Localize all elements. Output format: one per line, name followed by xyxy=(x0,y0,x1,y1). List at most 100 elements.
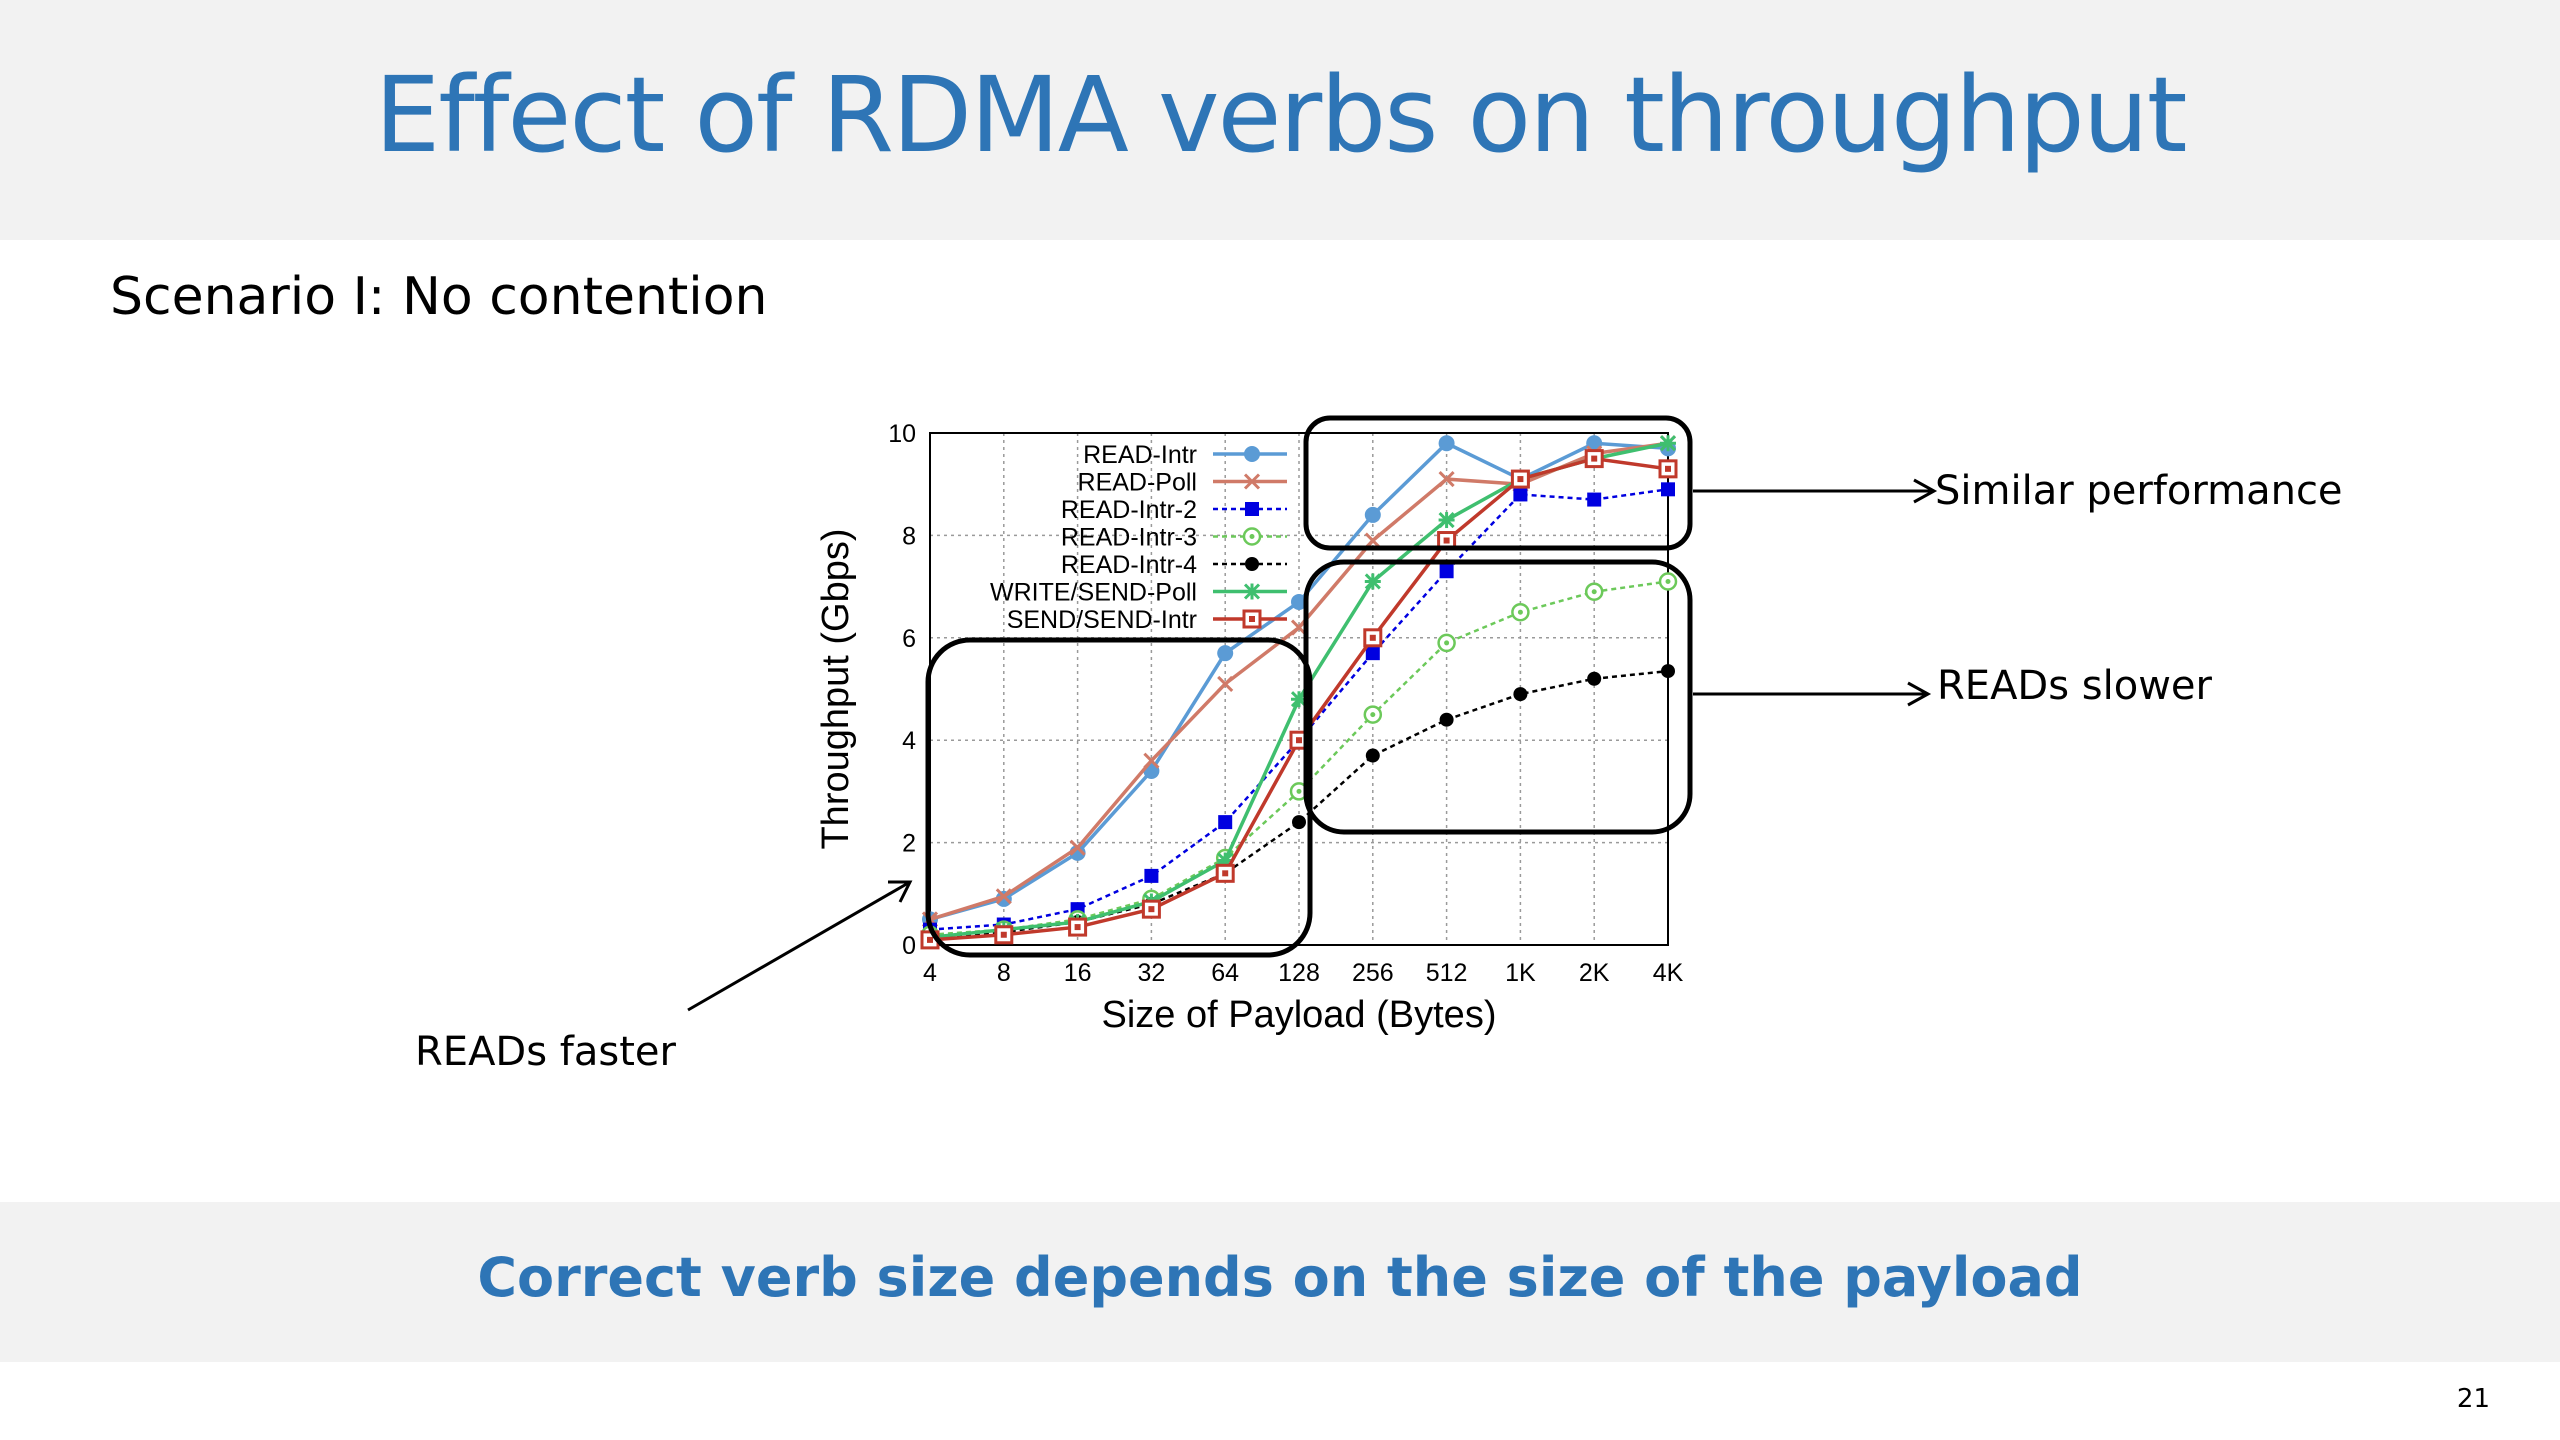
data-point xyxy=(1510,469,1530,489)
x-axis-title: Size of Payload (Bytes) xyxy=(1102,994,1497,1036)
series-read-poll xyxy=(921,435,1677,928)
annotation-similar-performance: Similar performance xyxy=(1935,468,2343,514)
data-point xyxy=(1438,471,1455,488)
data-point xyxy=(1291,593,1307,610)
series-layer xyxy=(920,435,1678,950)
data-point xyxy=(1584,449,1604,469)
legend-label: SEND/SEND-Intr xyxy=(1007,606,1197,634)
data-point xyxy=(1245,557,1259,571)
x-tick-label: 16 xyxy=(1064,959,1092,987)
data-point xyxy=(1242,609,1262,629)
data-point xyxy=(1242,527,1262,546)
x-tick-label: 8 xyxy=(997,959,1011,987)
y-tick-label: 10 xyxy=(888,420,916,448)
data-point xyxy=(1658,572,1678,591)
legend-label: WRITE/SEND-Poll xyxy=(990,579,1197,607)
data-point xyxy=(1245,502,1259,516)
series-line xyxy=(929,669,1669,939)
data-point xyxy=(1365,748,1380,763)
data-point xyxy=(1438,435,1455,452)
x-tick-label: 256 xyxy=(1352,959,1394,987)
data-point xyxy=(1363,628,1383,648)
grid-layer xyxy=(930,433,1668,945)
legend-entry: WRITE/SEND-Poll xyxy=(990,579,1287,607)
data-point xyxy=(1215,863,1235,883)
y-tick-label: 4 xyxy=(902,727,916,755)
x-tick-label: 32 xyxy=(1137,959,1165,987)
legend-entry: READ-Intr-2 xyxy=(1061,496,1287,524)
footer-band xyxy=(0,1202,2560,1362)
y-tick-label: 0 xyxy=(902,932,916,960)
slide-title: Effect of RDMA verbs on throughput xyxy=(374,54,2187,176)
highlight-box-small-payload xyxy=(925,637,1313,958)
y-tick-label: 6 xyxy=(902,625,916,653)
series-send-send-intr xyxy=(920,449,1678,950)
slide-subtitle: Scenario I: No contention xyxy=(110,267,768,327)
series-line xyxy=(929,488,1669,931)
data-point xyxy=(1243,473,1261,490)
annotation-reads-slower: READs slower xyxy=(1937,663,2212,709)
y-tick-label: 2 xyxy=(902,830,916,858)
data-point xyxy=(1439,712,1454,727)
data-point xyxy=(1587,492,1602,507)
legend-label: READ-Intr-3 xyxy=(1061,524,1197,552)
data-point xyxy=(1068,917,1088,937)
title-band xyxy=(0,0,2560,240)
data-point xyxy=(1513,487,1528,502)
data-point xyxy=(995,888,1012,905)
legend-entry: READ-Intr xyxy=(1083,441,1287,469)
ticks-layer: 4 8 16 32 64 128 256 512 1K 2K 4K 0 2 4 6 8 10 xyxy=(888,420,1683,987)
legend-entry: SEND/SEND-Intr xyxy=(1007,606,1287,634)
data-point xyxy=(1143,752,1160,769)
data-point xyxy=(1659,435,1677,452)
data-point xyxy=(1586,435,1603,452)
data-point xyxy=(1437,633,1456,653)
data-point xyxy=(1364,506,1381,523)
y-tick-label: 8 xyxy=(902,522,916,550)
data-point xyxy=(1439,564,1454,579)
arrow-reads-faster xyxy=(687,880,913,1012)
data-point xyxy=(1365,646,1380,661)
x-tick-label: 64 xyxy=(1211,959,1239,987)
data-point xyxy=(1243,583,1261,600)
data-point xyxy=(1217,645,1234,662)
data-point xyxy=(1244,446,1260,462)
x-tick-label: 2K xyxy=(1579,959,1610,987)
data-point xyxy=(1144,868,1159,883)
data-point xyxy=(1292,815,1306,830)
page-number: 21 xyxy=(2456,1384,2490,1414)
data-point xyxy=(1141,899,1161,919)
data-point xyxy=(1363,705,1383,724)
data-point xyxy=(1438,511,1455,529)
data-point xyxy=(1364,532,1381,549)
data-point xyxy=(994,925,1014,945)
data-point xyxy=(1069,839,1086,856)
arrow-reads-slower xyxy=(1693,681,1932,707)
x-tick-label: 512 xyxy=(1426,959,1468,987)
data-point xyxy=(1584,582,1604,601)
legend-label: READ-Intr-2 xyxy=(1061,496,1197,524)
arrow-similar-performance xyxy=(1693,478,1938,504)
legend-label: READ-Intr-4 xyxy=(1061,551,1197,579)
legend-entry: READ-Poll xyxy=(1078,469,1287,497)
highlight-box-large-payload-slower xyxy=(1303,559,1693,835)
highlight-box-large-payload-similar xyxy=(1303,415,1693,551)
y-axis-title: Throughput (Gbps) xyxy=(815,528,857,849)
legend-label: READ-Intr xyxy=(1083,441,1197,469)
data-point xyxy=(1587,671,1602,686)
data-point xyxy=(1661,664,1675,679)
data-point xyxy=(1661,482,1675,497)
x-tick-label: 1K xyxy=(1505,959,1536,987)
legend-layer: READ-IntrREAD-PollREAD-Intr-2READ-Intr-3… xyxy=(990,441,1287,634)
annotation-reads-faster: READs faster xyxy=(415,1029,676,1075)
x-tick-label: 4 xyxy=(923,959,937,987)
data-point xyxy=(1217,675,1234,692)
data-point xyxy=(1511,602,1530,622)
x-tick-label: 4K xyxy=(1653,959,1684,987)
legend-entry: READ-Intr-3 xyxy=(1061,524,1287,552)
data-point xyxy=(1364,573,1381,590)
x-tick-label: 128 xyxy=(1278,959,1320,987)
data-point xyxy=(1658,459,1678,479)
data-point xyxy=(1218,815,1233,830)
